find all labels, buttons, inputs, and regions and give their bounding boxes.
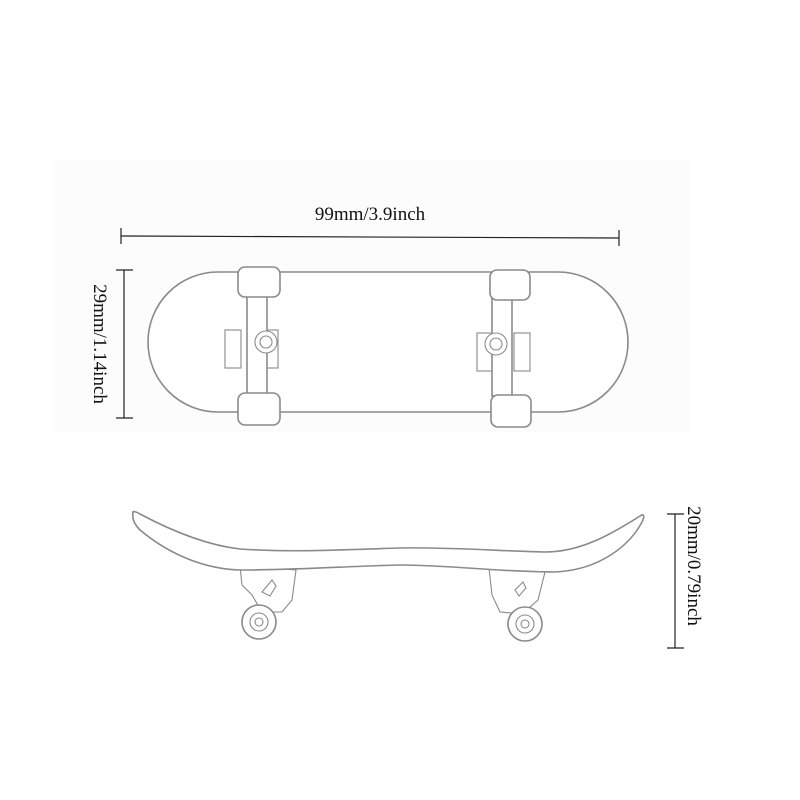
top-view-skateboard xyxy=(147,266,629,428)
truck-left xyxy=(224,266,281,426)
kingpin-nut xyxy=(259,335,273,349)
wheel xyxy=(237,392,281,426)
axle-nut xyxy=(514,581,527,597)
width-label: 29mm/1.14inch xyxy=(89,284,110,404)
height-label: 20mm/0.79inch xyxy=(683,506,704,626)
width-dimension: 29mm/1.14inch xyxy=(89,269,133,419)
axle-nut xyxy=(261,579,277,597)
truck-right xyxy=(476,269,532,428)
wheel-hub xyxy=(520,619,530,629)
length-dimension: 99mm/3.9inch xyxy=(120,204,620,246)
deck-top-view xyxy=(147,271,629,413)
wheel xyxy=(237,266,281,298)
kingpin-nut xyxy=(489,337,503,351)
wheel xyxy=(490,394,532,428)
height-dimension: 20mm/0.79inch xyxy=(667,506,704,649)
truck-side-right xyxy=(488,567,546,642)
baseplate xyxy=(224,329,242,369)
wheel xyxy=(489,269,531,301)
wheel-hub xyxy=(254,617,264,627)
deck-side-view xyxy=(131,510,645,573)
length-label: 99mm/3.9inch xyxy=(315,204,426,225)
truck-side-left xyxy=(239,565,297,640)
length-line xyxy=(120,235,620,239)
side-view-skateboard xyxy=(131,510,645,642)
baseplate xyxy=(513,332,531,372)
